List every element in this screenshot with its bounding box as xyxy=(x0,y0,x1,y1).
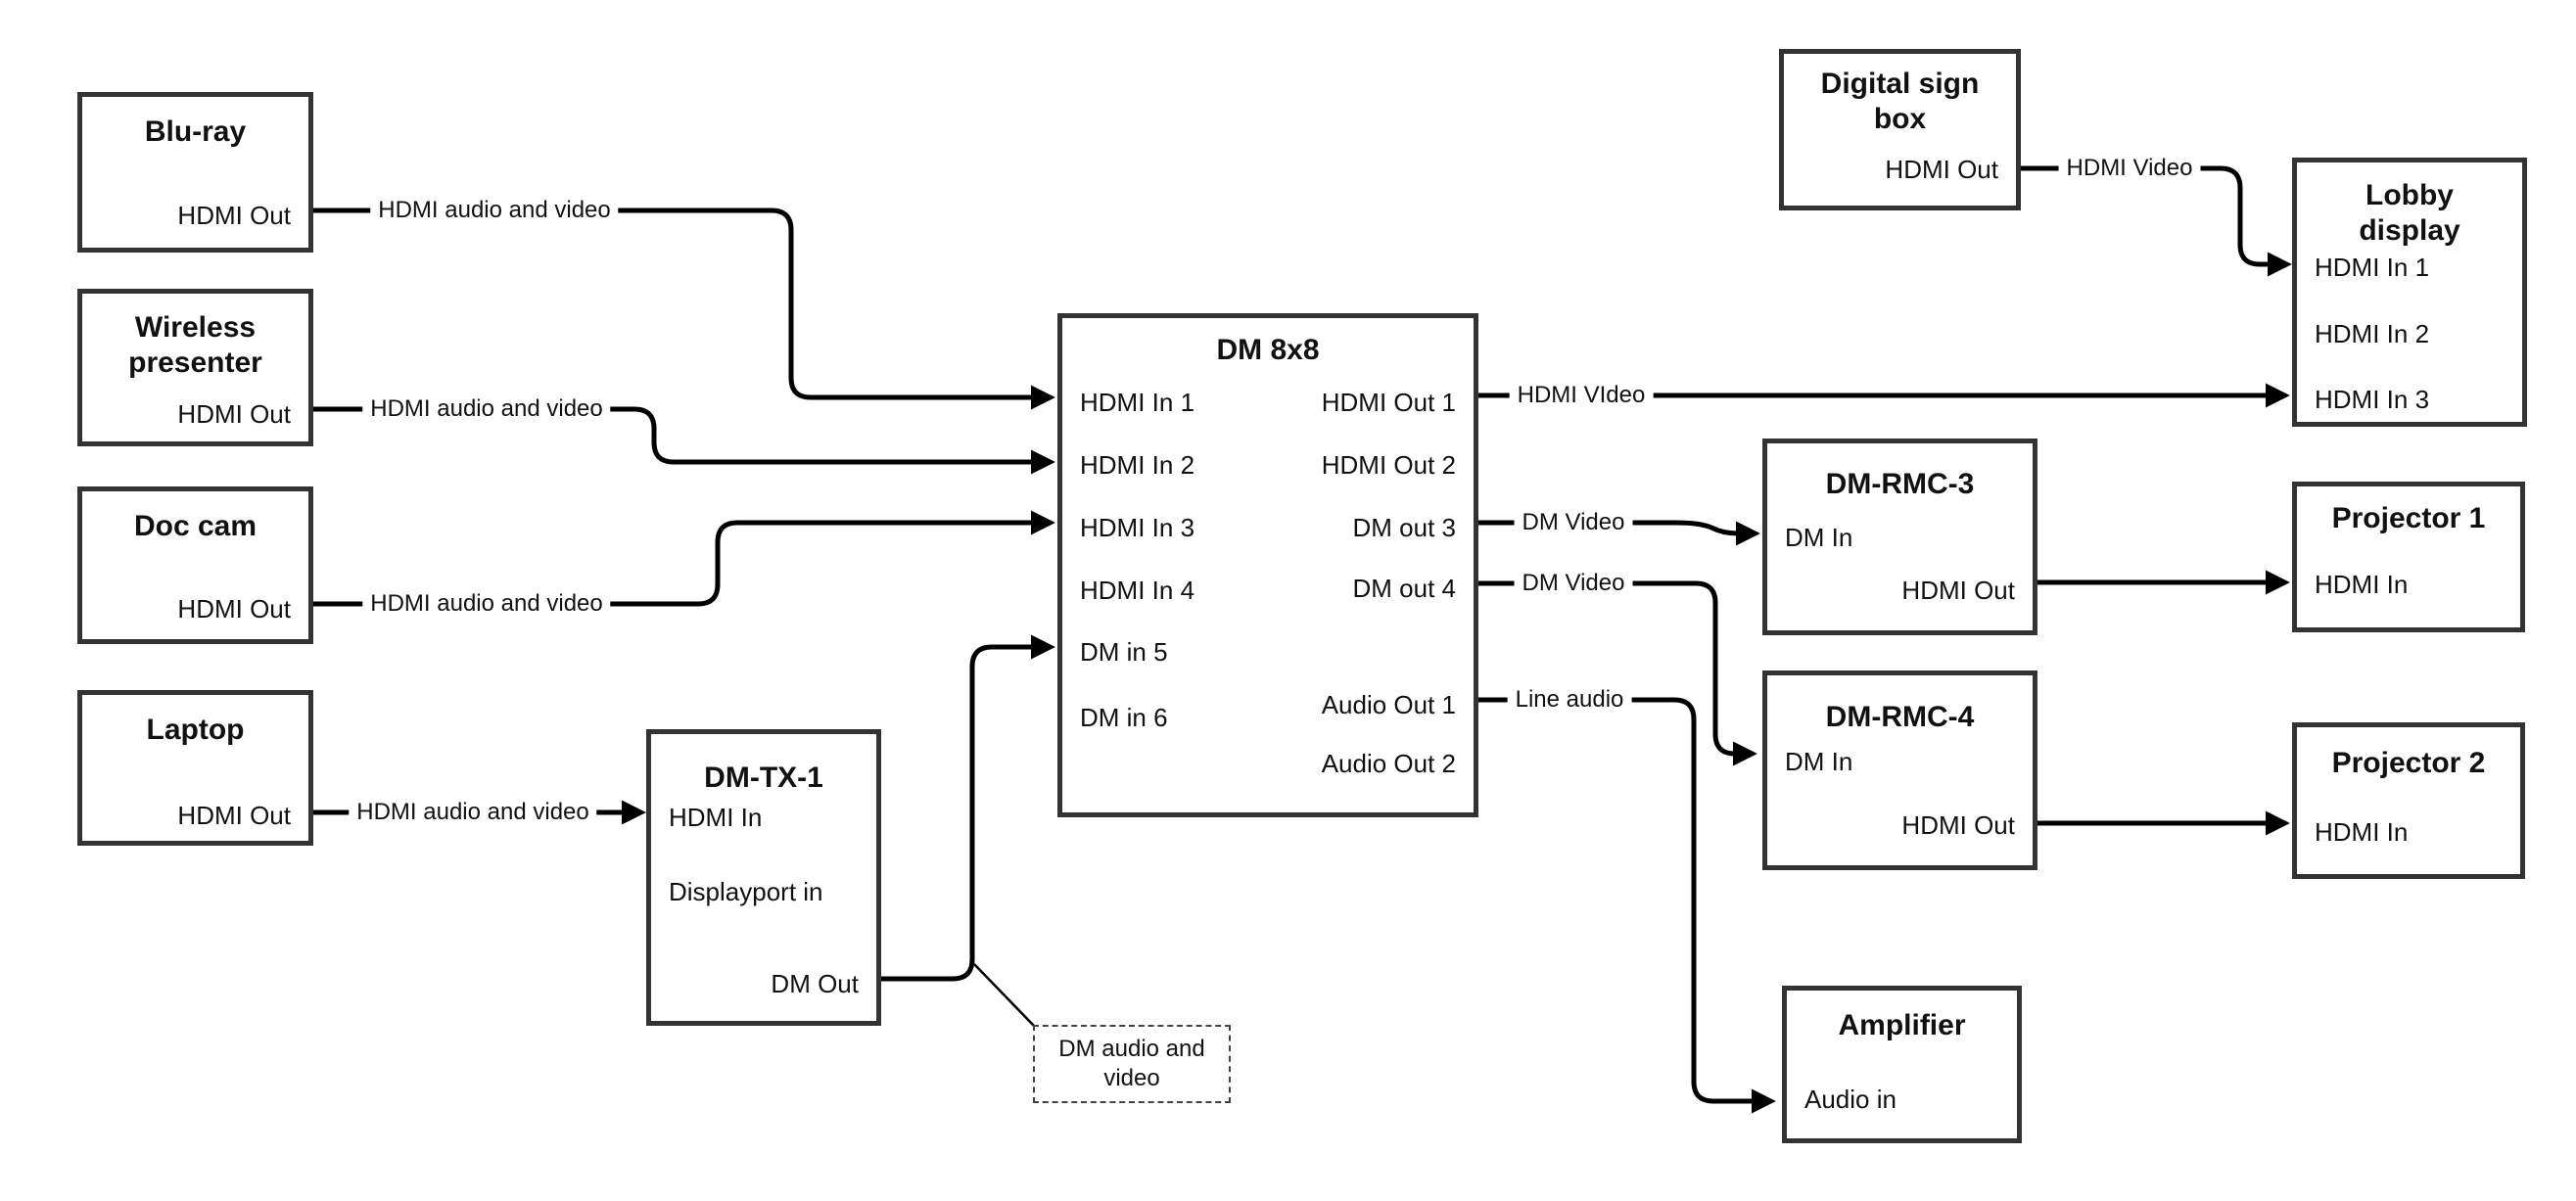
connector-label-out1-to-lobby: HDMI VIdeo xyxy=(1509,382,1654,409)
node-dm-rmc-3: DM-RMC-3 DM In HDMI Out xyxy=(1762,439,2037,635)
node-digital-sign-box-title: Digital sign box xyxy=(1820,68,1980,135)
connector-label-wireless: HDMI audio and video xyxy=(362,395,611,423)
node-amplifier: Amplifier Audio in xyxy=(1782,986,2022,1143)
node-projector-2-port-hdmi-in: HDMI In xyxy=(2315,817,2409,847)
node-dm-rmc-4-title: DM-RMC-4 xyxy=(1825,701,1975,733)
connector-label-audio1-to-amp: Line audio xyxy=(1507,686,1632,714)
node-projector-2: Projector 2 HDMI In xyxy=(2292,722,2525,879)
node-dm-rmc-3-port-dm-in: DM In xyxy=(1785,523,1853,552)
node-projector-1: Projector 1 HDMI In xyxy=(2292,482,2525,632)
node-wireless-presenter-port-hdmi-out: HDMI Out xyxy=(177,399,291,429)
node-doc-cam: Doc cam HDMI Out xyxy=(77,486,313,644)
connector-label-out4-to-rmc4: DM Video xyxy=(1514,570,1633,597)
node-dm-8x8-port-hdmi-in-4: HDMI In 4 xyxy=(1080,576,1195,605)
node-amplifier-title: Amplifier xyxy=(1838,1009,1966,1041)
node-dm-8x8-port-dm-out-4: DM out 4 xyxy=(1352,574,1457,603)
node-dm-tx-1-title: DM-TX-1 xyxy=(704,762,823,794)
node-dm-tx-1-port-displayport-in: Displayport in xyxy=(669,877,823,906)
node-doc-cam-port-hdmi-out: HDMI Out xyxy=(177,594,291,624)
node-digital-sign-box: Digital sign box HDMI Out xyxy=(1779,49,2021,210)
node-digital-sign-box-port-hdmi-out: HDMI Out xyxy=(1885,155,1998,184)
node-bluray: Blu-ray HDMI Out xyxy=(77,92,313,253)
connector-bluray-to-dm8x8-in1 xyxy=(313,208,1055,410)
node-lobby-display: Lobby display HDMI In 1 HDMI In 2 HDMI I… xyxy=(2292,158,2527,427)
node-dm-8x8-port-dm-in-6: DM in 6 xyxy=(1080,703,1168,732)
node-dm-8x8-port-hdmi-out-1: HDMI Out 1 xyxy=(1321,388,1456,417)
node-dm-rmc-4-port-hdmi-out: HDMI Out xyxy=(1901,810,2015,840)
node-lobby-display-port-hdmi-in-2: HDMI In 2 xyxy=(2315,319,2430,348)
connector-dm8x8-audio1-to-amp xyxy=(1478,697,1776,1114)
connector-label-out3-to-rmc3: DM Video xyxy=(1514,509,1633,536)
node-bluray-title: Blu-ray xyxy=(144,115,247,148)
node-projector-2-title: Projector 2 xyxy=(2331,747,2486,779)
node-projector-1-port-hdmi-in: HDMI In xyxy=(2315,570,2409,599)
connector-dm8x8-out4-to-rmc4 xyxy=(1478,580,1757,766)
connector-dmtx1-to-dm8x8-in5 xyxy=(881,634,1055,982)
node-lobby-display-port-hdmi-in-1: HDMI In 1 xyxy=(2315,253,2430,282)
node-dm-rmc-4: DM-RMC-4 DM In HDMI Out xyxy=(1762,670,2037,870)
connector-signbox-to-lobby-in1 xyxy=(2021,165,2292,277)
note-leader-line xyxy=(973,963,1035,1027)
node-dm-8x8-port-hdmi-in-2: HDMI In 2 xyxy=(1080,450,1195,480)
node-wireless-presenter-title: Wireless presenter xyxy=(128,311,262,379)
dm-audio-video-note: DM audio and video xyxy=(1033,1025,1231,1103)
connector-dm8x8-out3-to-rmc3 xyxy=(1478,520,1760,546)
node-dm-8x8-port-hdmi-in-1: HDMI In 1 xyxy=(1080,388,1195,417)
connector-label-doccam: HDMI audio and video xyxy=(362,590,611,618)
connector-label-sign-to-lobby: HDMI Video xyxy=(2058,155,2201,182)
node-dm-8x8-port-hdmi-out-2: HDMI Out 2 xyxy=(1321,450,1456,480)
node-lobby-display-title: Lobby display xyxy=(2359,179,2460,247)
connector-doccam-to-dm8x8-in3 xyxy=(313,510,1055,607)
node-amplifier-port-audio-in: Audio in xyxy=(1804,1085,1897,1114)
node-wireless-presenter: Wireless presenter HDMI Out xyxy=(77,289,313,446)
connector-label-laptop: HDMI audio and video xyxy=(349,799,597,826)
connector-label-bluray: HDMI audio and video xyxy=(370,197,619,224)
node-laptop-port-hdmi-out: HDMI Out xyxy=(177,801,291,830)
node-dm-8x8-port-dm-in-5: DM in 5 xyxy=(1080,637,1168,667)
node-laptop: Laptop HDMI Out xyxy=(77,690,313,846)
node-doc-cam-title: Doc cam xyxy=(133,510,258,542)
node-dm-8x8-port-hdmi-in-3: HDMI In 3 xyxy=(1080,513,1195,542)
node-dm-8x8-port-audio-out-1: Audio Out 1 xyxy=(1321,690,1456,719)
node-dm-rmc-3-title: DM-RMC-3 xyxy=(1825,468,1975,500)
node-dm-tx-1-port-dm-out: DM Out xyxy=(771,969,859,998)
node-dm-tx-1-port-hdmi-in: HDMI In xyxy=(669,803,763,832)
connector-wireless-to-dm8x8-in2 xyxy=(313,406,1055,475)
node-dm-rmc-3-port-hdmi-out: HDMI Out xyxy=(1901,576,2015,605)
node-dm-rmc-4-port-dm-in: DM In xyxy=(1785,747,1853,776)
node-bluray-port-hdmi-out: HDMI Out xyxy=(177,201,291,230)
node-dm-tx-1: DM-TX-1 HDMI In Displayport in DM Out xyxy=(646,729,881,1026)
node-lobby-display-port-hdmi-in-3: HDMI In 3 xyxy=(2315,385,2430,414)
node-dm-8x8: DM 8x8 HDMI In 1 HDMI In 2 HDMI In 3 HDM… xyxy=(1057,313,1478,817)
node-dm-8x8-title: DM 8x8 xyxy=(1216,334,1320,366)
node-laptop-title: Laptop xyxy=(146,714,245,746)
node-dm-8x8-port-dm-out-3: DM out 3 xyxy=(1352,513,1457,542)
node-dm-8x8-port-audio-out-2: Audio Out 2 xyxy=(1321,749,1456,778)
node-projector-1-title: Projector 1 xyxy=(2331,502,2486,534)
